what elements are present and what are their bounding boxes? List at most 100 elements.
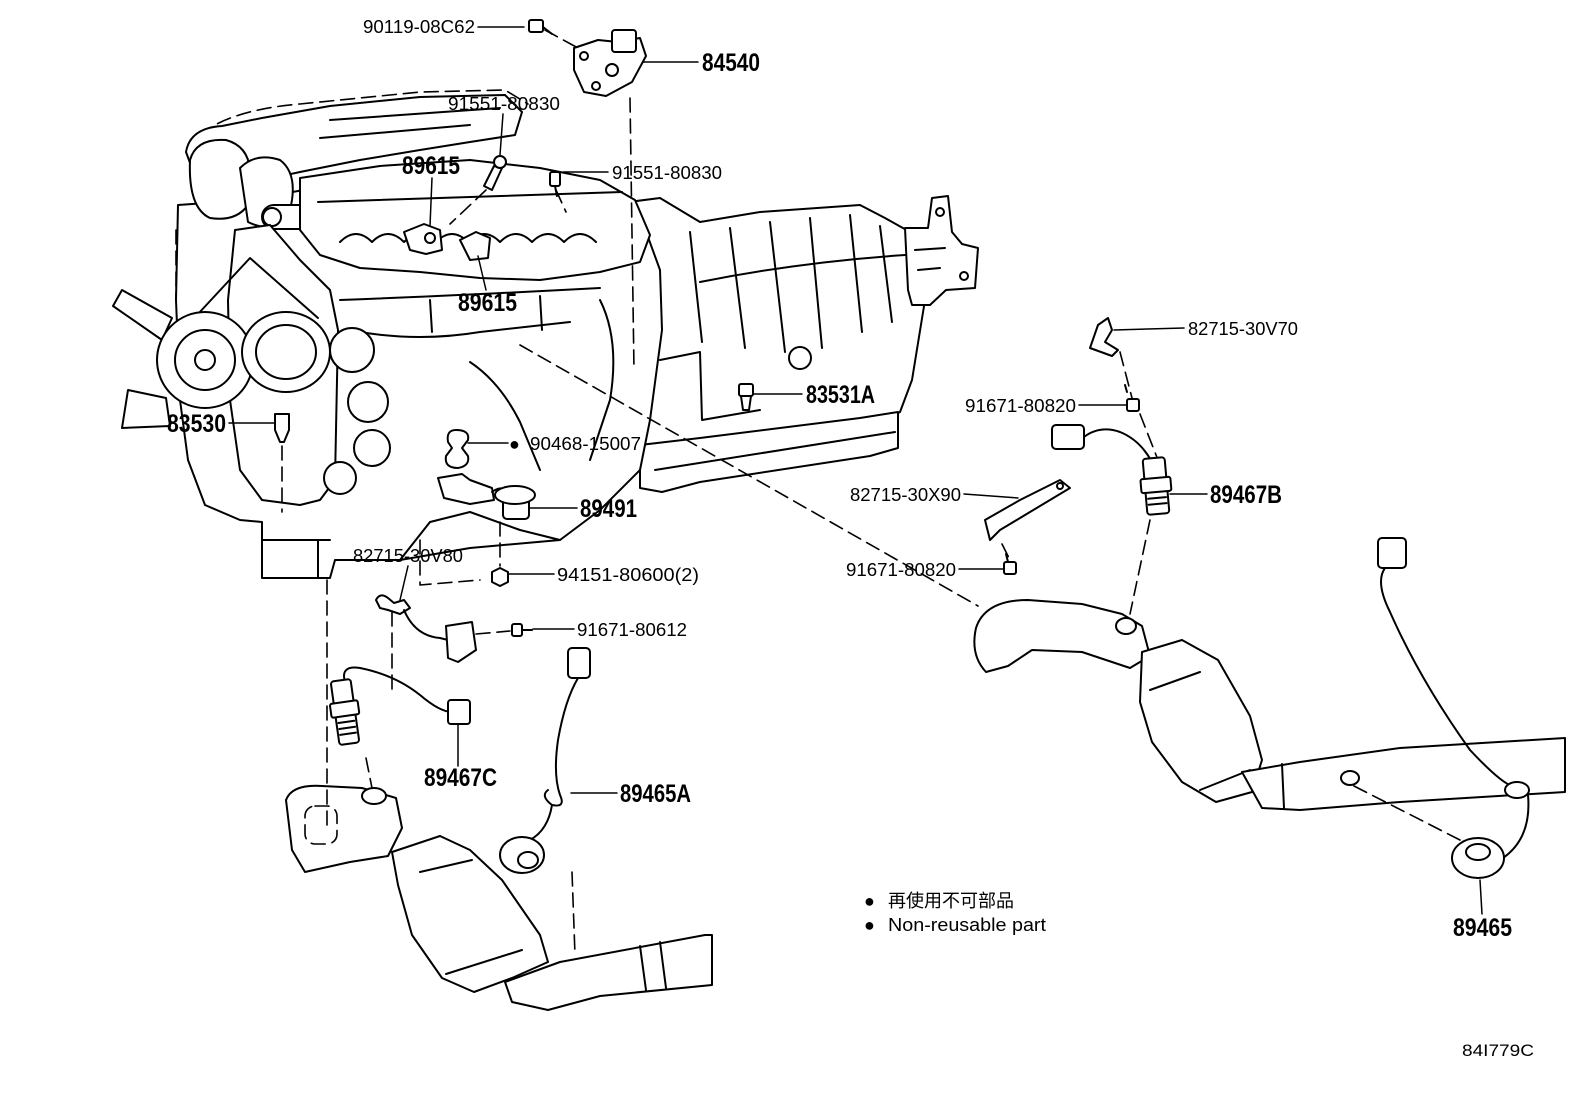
bolt-shank [1005,553,1009,563]
switch-bolt-hole [579,51,589,61]
right-exhaust-illustration [973,599,1566,811]
leader-line [429,177,433,227]
fan-pulley-hub [174,329,236,391]
converter-seam [419,859,523,975]
wire-clip [1089,317,1119,357]
exhaust-pipe [504,934,713,1011]
oxygen-sensor-89467B [1051,424,1173,516]
bolt-head [1126,398,1140,412]
cylinder-head-edge [317,191,623,203]
pipe-band [639,941,667,991]
sensor-tip [424,232,436,244]
fan-blade [112,289,173,341]
bracket-hole [1056,482,1064,490]
oil-pan-detail [261,539,331,579]
wire-grommet [1504,781,1530,799]
part-number-label: 82715-30V80 [353,546,463,566]
transmission-boss [788,346,812,370]
harness-connector [567,647,591,679]
part-number-label: 82715-30X90 [850,485,961,505]
clip-82715-30V70 [1089,317,1119,357]
neutral-start-switch-84540 [573,29,647,97]
part-number-label: 94151-80600(2) [557,565,699,585]
bolt-head [511,623,523,637]
engine-illustration [112,89,663,586]
pipe-band [1281,763,1285,809]
gasket-90468-15007 [444,429,470,469]
bolt-head [549,171,561,187]
part-number-label: 91671-80820 [965,396,1076,416]
sensor-boss [1340,770,1360,786]
transmission-rib [729,227,746,349]
knock-sensor-89465 [1377,537,1530,879]
sensor-body [437,473,495,505]
bolt-shank [542,26,553,35]
exhaust-manifold-flange [285,784,403,873]
block-detail [339,287,601,338]
left-exhaust-illustration [285,784,713,1011]
leader-line [399,565,409,601]
part-number-label: 89491 [580,495,637,523]
sensor-hex [1139,475,1173,495]
assembly-line [1001,543,1011,561]
bolt-shank [1124,384,1128,393]
crank-pulley-inner [255,324,317,380]
engine-phantom-outline [175,229,481,586]
part-number-label: 83530 [167,410,226,438]
cylinder-head [299,159,651,281]
sensor-center [517,851,539,869]
part-number-label: 91551-80830 [612,163,722,183]
sensor-body [274,413,290,443]
part-number-label: 91671-80612 [577,620,687,640]
bolt-head [1003,561,1017,575]
transmission-rib [849,214,863,333]
sensor-hex [329,699,361,719]
switch-shaft [605,63,619,77]
part-number-label: 84540 [702,49,760,77]
bolt-91551-80830 [483,155,507,191]
hex-nut [491,567,509,587]
bolt-91671-80820 [1003,553,1017,575]
assembly-line [519,344,979,607]
idler-pulley [353,429,391,467]
wire-clamp [375,594,411,615]
transmission-seam [699,254,906,283]
sensor-body [1451,837,1505,879]
sensor-wire [1380,567,1513,787]
front-exhaust-pipe [973,599,1151,673]
bolt-91551-80830 [549,171,561,197]
bracket-82715-30X90 [984,479,1071,541]
assembly-line [555,189,567,213]
crank-position-sensor-89491 [437,473,536,520]
fan-blade [121,389,171,429]
bolt-head [528,19,544,33]
leader-line [1479,879,1483,915]
catalytic-converter [391,835,549,993]
assembly-line [1119,351,1133,399]
sensor-wire [543,677,579,807]
part-number-label: 89465A [620,780,691,808]
knock-sensor-89465A [499,647,591,874]
sensor-wire [1499,794,1530,861]
leader-line [963,493,1019,499]
transmission-rib [769,221,786,353]
sensor-thread [1147,496,1168,506]
switch-connector [611,29,637,53]
transmission-rib [809,217,823,349]
sensor-body [499,836,545,874]
sensor-body [403,223,443,255]
transmission-illustration [604,195,979,493]
callout-labels: 90119-08C62 84540 91551-80830 89615 9155… [167,17,1512,942]
assembly-line [449,189,487,225]
fan-pulley-center [194,349,216,371]
sensor-wire [343,666,453,713]
legend-marker: ● [864,891,875,911]
nut-94151-80600 [491,567,509,587]
illustration-code: 84I779C [1462,1041,1534,1060]
mount-hole [959,271,969,281]
sensor-head [738,383,754,397]
part-number-label: 82715-30V70 [1188,319,1298,339]
catalytic-converter [1139,639,1263,803]
assembly-dashed-lines [281,29,1461,956]
